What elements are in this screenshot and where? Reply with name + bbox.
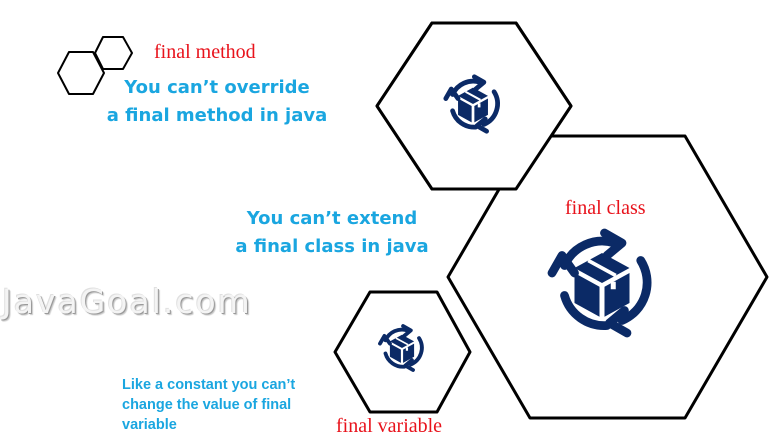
description-line: You can’t extend <box>246 208 418 229</box>
final-variable-title: final variable <box>336 415 443 437</box>
description-line: Like a constant you can’t <box>122 377 296 393</box>
watermark: JavaGoal.com <box>2 282 252 321</box>
final-class-description: You can’t extend a final class in java <box>232 205 432 261</box>
final-class-title: final class <box>565 197 646 219</box>
description-line: change the value of final <box>122 397 292 413</box>
hexagon-variable <box>333 290 472 414</box>
two-hexagons-icon <box>57 36 133 95</box>
description-line: variable <box>122 417 177 433</box>
final-variable-description: Like a constant you can’t change the val… <box>122 375 295 435</box>
description-line: a final method in java <box>106 105 328 126</box>
description-line: a final class in java <box>235 236 429 257</box>
final-method-title: final method <box>154 41 256 63</box>
description-line: You can’t override <box>124 77 310 98</box>
final-method-description: You can’t override a final method in jav… <box>100 74 334 130</box>
